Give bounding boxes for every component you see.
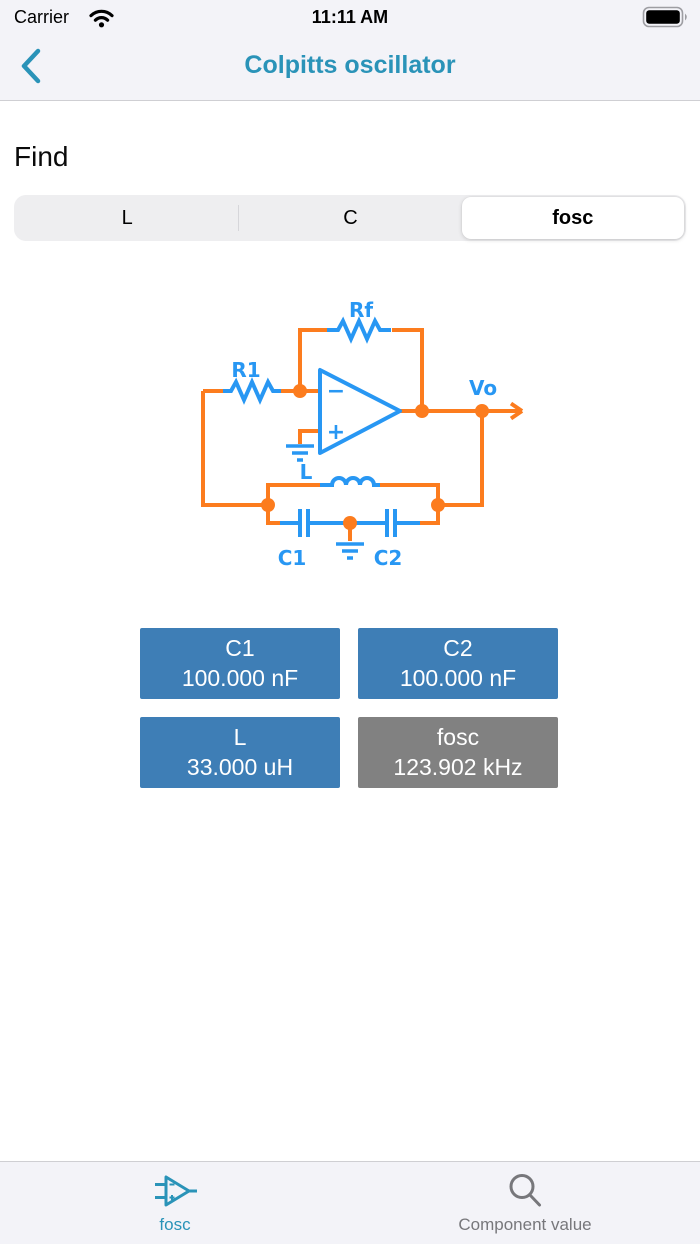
wifi-icon [88,7,115,34]
page-title: Colpitts oscillator [244,51,456,79]
opamp-icon [151,1170,199,1212]
navigation-bar: Colpitts oscillator [0,33,700,100]
label-vo: Vo [469,376,497,400]
ground-symbol-opamp [286,444,314,462]
resistor-r1-symbol [223,377,281,405]
carrier-label: Carrier [14,7,70,27]
component-values-grid: C1 100.000 nF C2 100.000 nF L 33.000 uH … [140,628,558,788]
circuit-components [223,316,420,560]
chevron-left-icon [21,48,41,84]
tab-label: fosc [159,1215,191,1234]
opamp-minus-sign: − [327,379,345,404]
feedback-wire-left [298,328,327,391]
right-outer-wire [438,411,484,507]
value-name: L [233,723,247,750]
label-c1: C1 [278,546,307,570]
feedback-wire-right [392,328,424,411]
tab-fosc[interactable]: fosc [0,1162,350,1244]
segment-fosc[interactable]: fosc [461,197,684,239]
opamp-triangle [318,368,402,455]
label-c2: C2 [374,546,403,570]
capacitor-c2-symbol [385,509,420,537]
value-button-c2[interactable]: C2 100.000 nF [358,628,558,699]
value-amount: 33.000 uH [186,753,294,780]
left-outer-wire [201,391,268,507]
tab-label: Component value [458,1215,592,1234]
value-button-c1[interactable]: C1 100.000 nF [140,628,340,699]
status-bar: Carrier 11:11 AM [0,0,700,33]
search-icon [505,1170,545,1212]
circuit-labels: Rf R1 Vo L C1 C2 − + [231,298,497,570]
find-heading: Find [14,141,69,172]
segment-divider [238,205,240,231]
value-amount: 100.000 nF [399,664,517,691]
result-button-fosc: fosc 123.902 kHz [358,717,558,788]
label-r1: R1 [231,358,260,382]
circuit-diagram: Rf R1 Vo L C1 C2 − + [180,278,540,583]
value-name: fosc [436,723,480,750]
segment-C[interactable]: C [239,197,461,239]
noninverting-ground-wire [298,429,320,444]
ground-symbol-center [336,542,364,560]
value-amount: 123.902 kHz [393,753,523,780]
opamp-plus-sign: + [327,420,345,445]
header: Carrier 11:11 AM [0,0,700,101]
inductor-symbol [320,476,380,487]
inductor-rail [266,483,440,505]
tab-component-value[interactable]: Component value [350,1162,700,1244]
junction-dots [261,384,489,530]
back-button[interactable] [16,47,46,87]
capacitor-c1-symbol [280,509,387,537]
value-name: C2 [443,634,473,661]
value-name: C1 [225,634,255,661]
battery-icon [642,6,690,33]
find-segmented-control: L C fosc [14,195,686,241]
value-button-l[interactable]: L 33.000 uH [140,717,340,788]
resistor-rf-symbol [327,316,391,344]
label-l: L [300,460,313,484]
clock: 11:11 AM [311,7,389,27]
label-rf: Rf [349,298,373,322]
segment-L[interactable]: L [16,197,238,239]
value-amount: 100.000 nF [181,664,299,691]
tab-bar: fosc Component value [0,1161,700,1244]
